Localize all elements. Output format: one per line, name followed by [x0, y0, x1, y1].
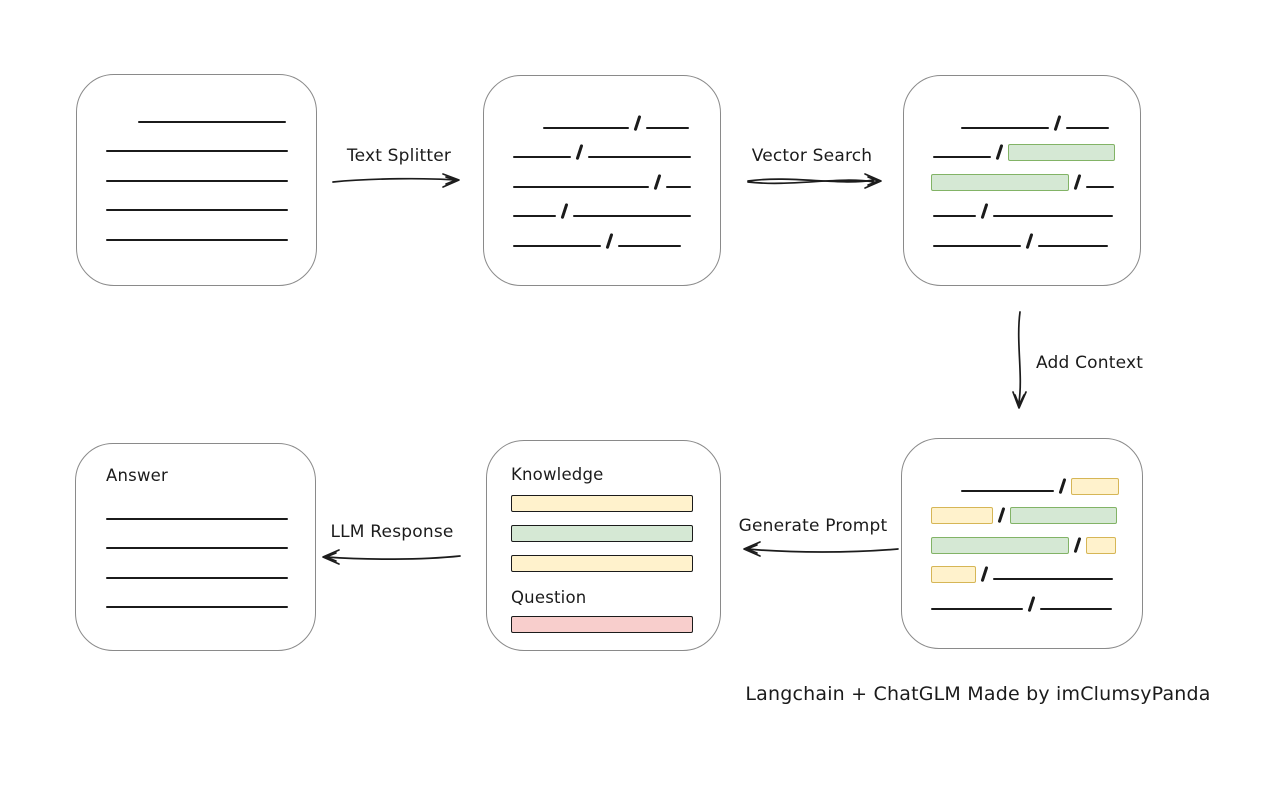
sketch-row [902, 580, 1142, 612]
llm-response-connector[interactable] [322, 549, 461, 565]
sketch-row [77, 182, 316, 211]
text-line [106, 238, 288, 241]
sketch-row [77, 152, 316, 182]
yellow-bar [511, 495, 693, 512]
generate-prompt-label: Generate Prompt [738, 516, 888, 536]
sketch-row [904, 217, 1140, 249]
sketch-row [484, 158, 720, 190]
text-line [572, 215, 691, 217]
yellow-highlight-rect [1085, 536, 1116, 554]
text-line [138, 120, 286, 123]
text-splitter-connector[interactable] [332, 173, 460, 188]
text-line [106, 547, 288, 549]
yellow-highlight-rect [931, 507, 993, 524]
sketch-row [76, 490, 315, 520]
llm-response-label: LLM Response [330, 522, 454, 542]
question-bars [511, 616, 694, 633]
text-line [961, 489, 1054, 492]
text-line [617, 244, 681, 247]
text-line [513, 215, 556, 217]
add-context-label: Add Context [1036, 353, 1144, 373]
question-label: Question [511, 588, 587, 607]
green-highlight-rect [931, 173, 1069, 191]
prompt-box[interactable]: Knowledge Question [486, 440, 721, 651]
sketch-row [904, 158, 1140, 191]
generate-prompt-connector[interactable] [743, 541, 899, 557]
sketch-row [902, 492, 1142, 524]
text-line [992, 578, 1113, 580]
sketch-row [77, 93, 316, 123]
answer-box[interactable]: Answer [75, 443, 316, 651]
green-highlight-rect [931, 536, 1069, 554]
red-bar [511, 616, 693, 633]
text-line [1085, 185, 1114, 188]
sketch-row [902, 521, 1142, 554]
context-result-box[interactable] [901, 438, 1143, 649]
text-line [587, 156, 691, 158]
text-line [106, 150, 288, 152]
sketch-row [902, 462, 1142, 495]
sketch-row [76, 520, 315, 549]
text-line [106, 606, 288, 608]
text-line [645, 126, 689, 129]
sketch-row [77, 123, 316, 152]
yellow-highlight-rect [1070, 477, 1119, 495]
split-chunks-box[interactable] [483, 75, 721, 286]
add-context-connector[interactable] [1012, 311, 1027, 409]
text-line [665, 185, 691, 188]
text-splitter-label: Text Splitter [346, 146, 452, 166]
sketch-row [484, 188, 720, 219]
knowledge-label: Knowledge [511, 465, 604, 484]
text-line [106, 517, 288, 520]
text-line [992, 215, 1113, 217]
vector-search-result-box[interactable] [903, 75, 1141, 286]
sketch-row [904, 188, 1140, 219]
text-line [513, 156, 571, 158]
document-lines [77, 75, 316, 241]
text-line [513, 244, 601, 247]
yellow-highlight-rect [931, 566, 976, 583]
yellow-bar [511, 555, 693, 572]
text-line [1037, 244, 1108, 247]
text-line [1039, 607, 1112, 610]
vector-result-lines [904, 76, 1140, 249]
sketch-row [76, 579, 315, 608]
prompt-content: Knowledge Question [487, 441, 720, 633]
vector-search-label: Vector Search [751, 146, 873, 166]
chunk-lines [484, 76, 720, 249]
text-line [106, 576, 288, 579]
green-highlight-rect [1007, 144, 1115, 161]
text-line [961, 126, 1049, 129]
sketch-row [76, 549, 315, 579]
knowledge-bars [511, 495, 694, 572]
answer-lines [76, 490, 315, 608]
green-bar [511, 525, 693, 542]
sketch-row [484, 217, 720, 249]
text-line [106, 209, 288, 211]
source-document-box[interactable] [76, 74, 317, 286]
text-line [931, 607, 1023, 610]
vector-search-connector[interactable] [747, 173, 882, 189]
slash-separator [605, 232, 613, 249]
text-line [933, 215, 976, 217]
sketch-row [484, 99, 720, 131]
text-line [543, 126, 629, 129]
text-line [933, 244, 1021, 247]
diagram-caption: Langchain + ChatGLM Made by imClumsyPand… [745, 683, 1211, 705]
sketch-row [77, 211, 316, 241]
slash-separator [1025, 232, 1033, 249]
text-line [106, 179, 288, 182]
sketch-row [904, 99, 1140, 131]
answer-label: Answer [106, 466, 168, 485]
sketch-row [904, 129, 1140, 161]
text-line [1065, 126, 1109, 129]
green-highlight-rect [1009, 507, 1117, 524]
sketch-row [484, 129, 720, 160]
sketch-row [902, 551, 1142, 583]
text-line [933, 156, 991, 158]
slash-separator [1027, 595, 1035, 612]
text-line [513, 185, 649, 188]
context-result-lines [902, 439, 1142, 612]
